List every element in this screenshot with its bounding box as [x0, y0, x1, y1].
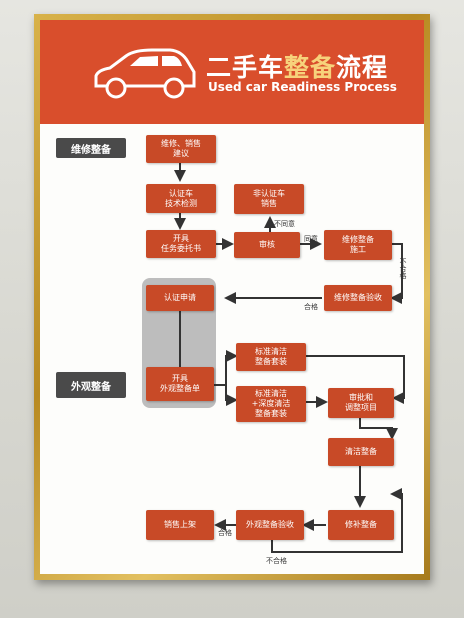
poster-title: 二手车整备流程: [206, 53, 389, 82]
poster-subtitle: Used car Readiness Process: [208, 80, 397, 94]
box-cert-check: 认证车 技术检测: [146, 184, 216, 213]
box-std-clean: 标准清洁 整备套装: [236, 343, 306, 371]
box-approve-adjust: 审批和 调整项目: [328, 388, 394, 418]
box-clean-prep: 清洁整备: [328, 438, 394, 466]
label-disagree: 不同意: [274, 220, 295, 228]
box-repair-construction: 维修整备 施工: [324, 230, 392, 260]
box-touchup-prep: 修补整备: [328, 510, 394, 540]
label-agree: 同意: [304, 235, 318, 243]
section-appearance: 外观整备: [56, 372, 126, 398]
poster: 二手车整备流程 Used car Readiness Process: [40, 20, 424, 574]
box-repair-acceptance: 维修整备验收: [324, 285, 392, 311]
box-sales-listing: 销售上架: [146, 510, 214, 540]
box-appearance-acceptance: 外观整备验收: [236, 510, 304, 540]
box-non-cert-sale: 非认证车 销售: [234, 184, 304, 214]
box-std-deep-clean: 标准清洁 +深度清洁 整备套装: [236, 386, 306, 422]
box-work-order: 开具 任务委托书: [146, 230, 216, 258]
box-review: 审核: [234, 232, 300, 258]
section-maintenance: 维修整备: [56, 138, 126, 158]
car-icon: [94, 48, 196, 99]
label-fail-bottom: 不合格: [266, 557, 287, 565]
box-appearance-order: 开具 外观整备单: [146, 367, 214, 401]
box-cert-apply: 认证申请: [146, 285, 214, 311]
label-fail-right: 不合格: [399, 258, 407, 279]
label-pass-bottom: 合格: [218, 529, 232, 537]
box-repair-sales-advice: 维修、销售 建议: [146, 135, 216, 163]
flow-connectors: [174, 163, 405, 553]
label-pass: 合格: [304, 303, 318, 311]
poster-banner: 二手车整备流程 Used car Readiness Process: [40, 20, 424, 124]
